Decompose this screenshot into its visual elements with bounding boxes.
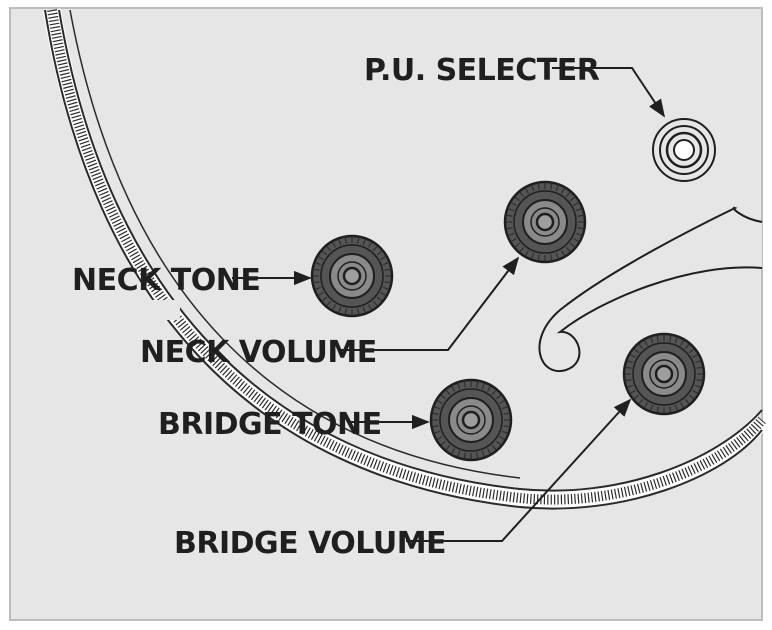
f-hole — [538, 206, 763, 373]
neck-tone-knob[interactable] — [310, 234, 394, 318]
neck-volume-knob[interactable] — [503, 180, 587, 264]
neck-volume-leader — [340, 256, 520, 351]
bridge-tone-knob[interactable] — [429, 378, 513, 462]
panel-background — [9, 7, 763, 621]
bridge-volume-label: BRIDGE VOLUME — [174, 526, 446, 561]
neck-volume-label: NECK VOLUME — [140, 335, 377, 370]
bridge-volume-leader — [406, 398, 632, 542]
bridge-tone-label: BRIDGE TONE — [158, 407, 382, 442]
guitar-body-outline — [43, 8, 769, 510]
pu-selector-label: P.U. SELECTER — [364, 53, 600, 88]
pickup-selector-switch[interactable] — [652, 118, 716, 182]
pu-selector-leader — [552, 67, 665, 118]
bridge-volume-knob[interactable] — [622, 332, 706, 416]
neck-tone-label: NECK TONE — [72, 263, 260, 298]
